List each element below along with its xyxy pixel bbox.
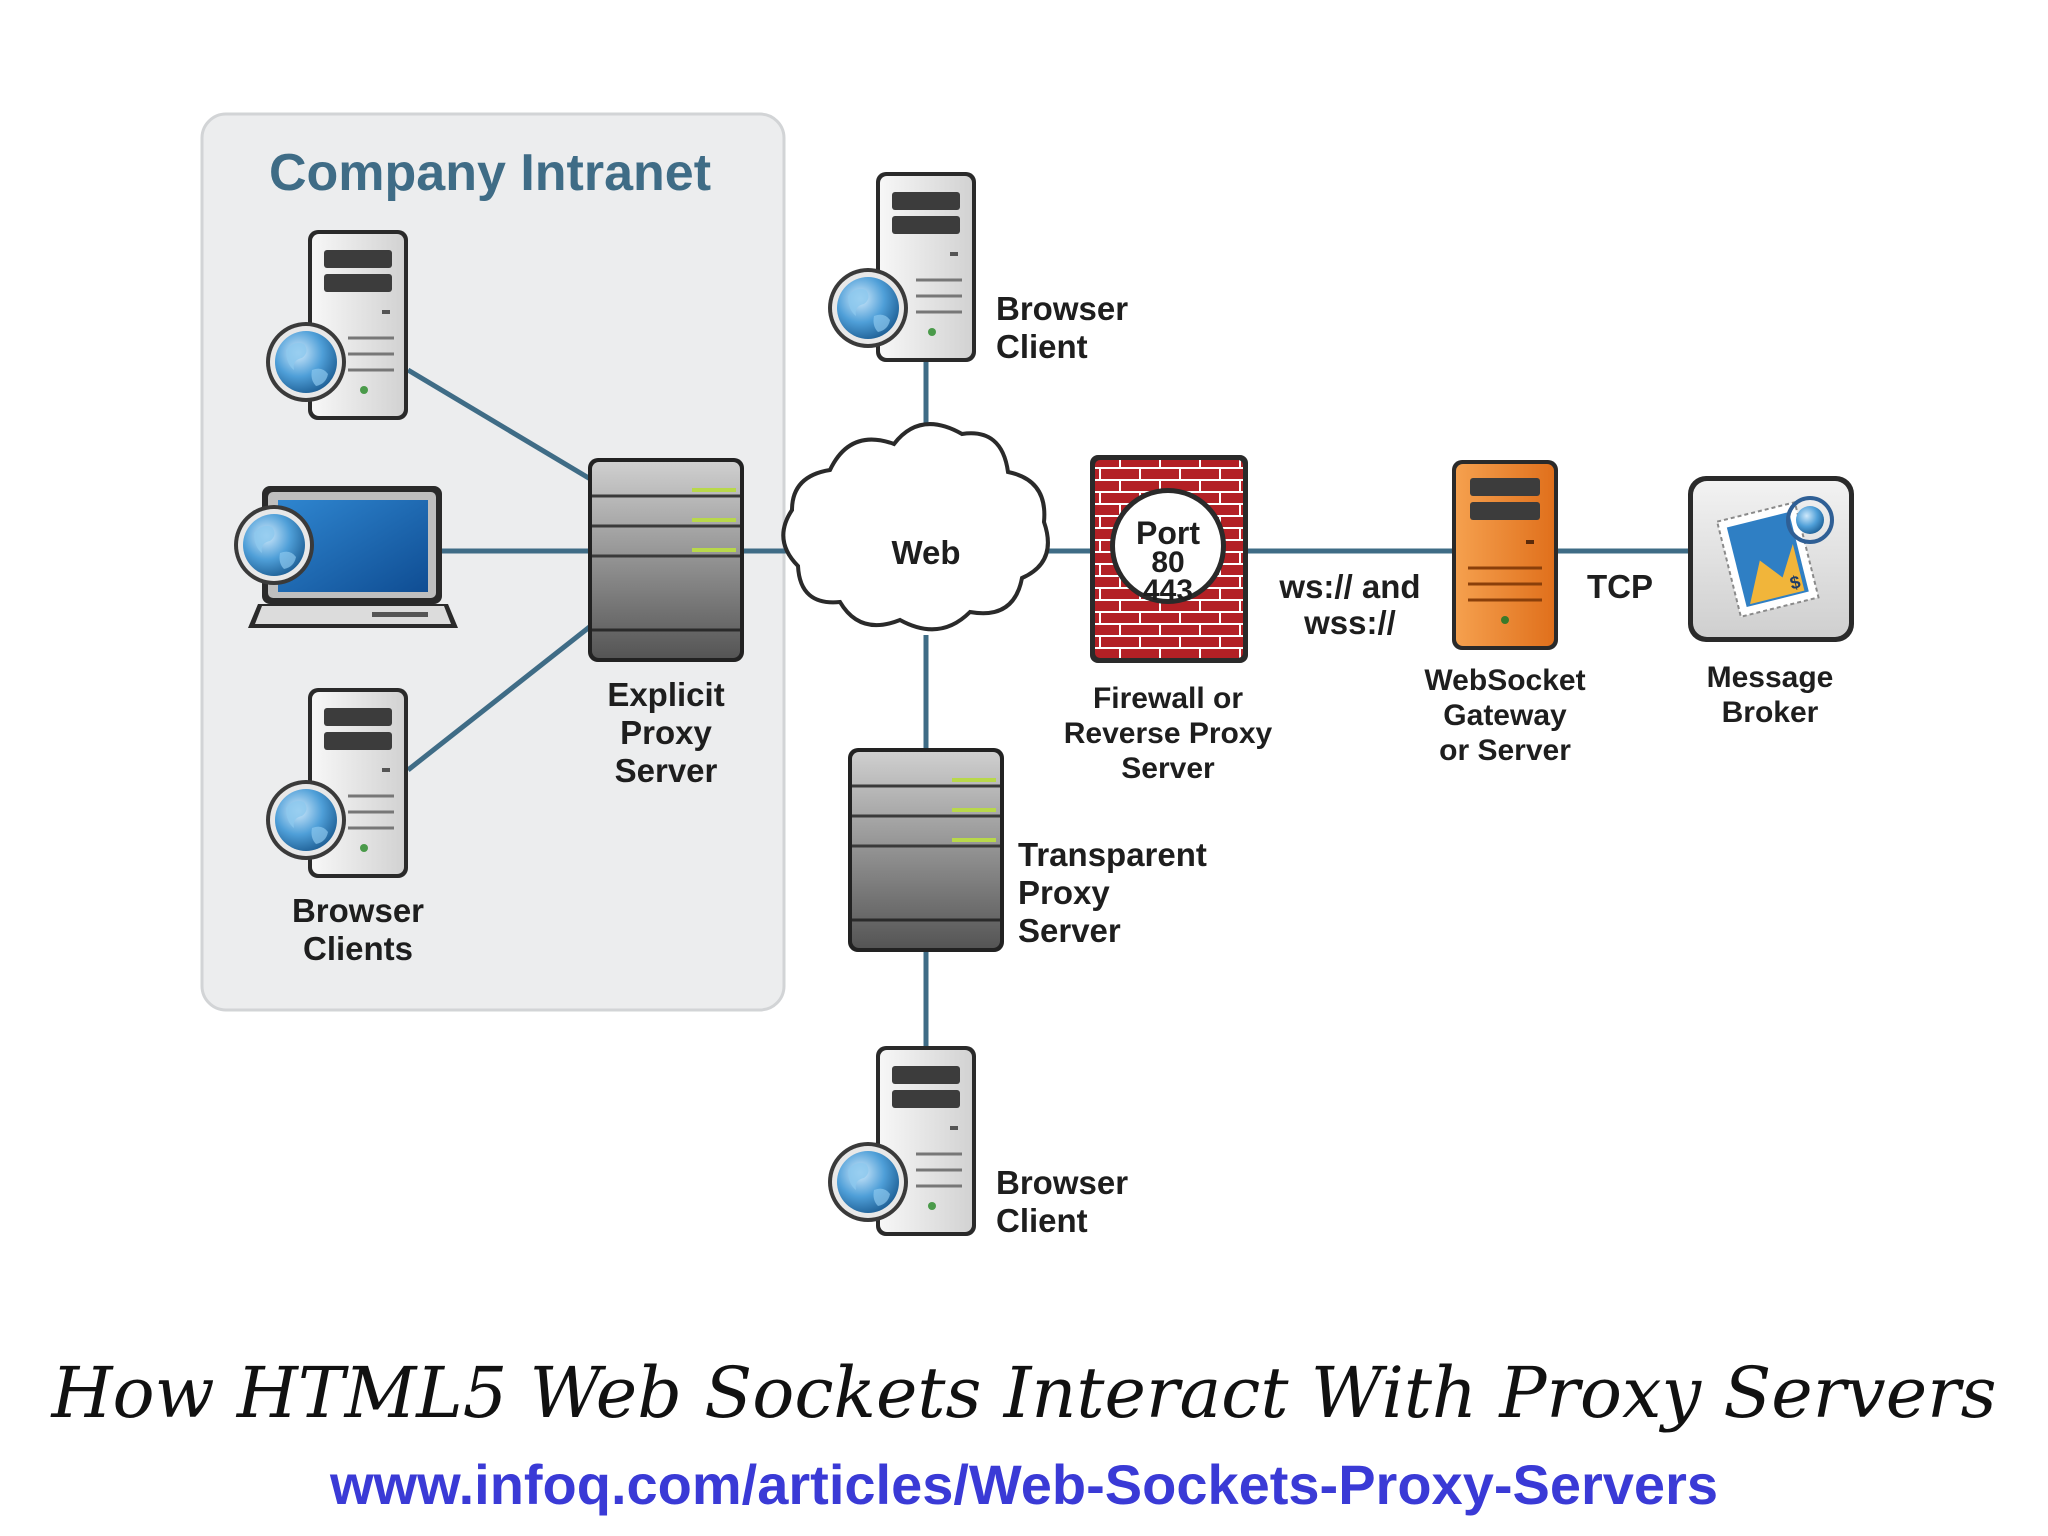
browser-clients-label-2: Clients [303, 930, 413, 967]
globe-icon [266, 322, 346, 402]
bottom-browser-client [828, 1044, 978, 1238]
connection-lines [406, 362, 1692, 1050]
diagram-caption: How HTML5 Web Sockets Interact With Prox… [51, 1352, 1997, 1434]
intranet-browser-client-laptop [234, 486, 458, 628]
transparent-proxy-label-3: Server [1018, 912, 1121, 949]
websocket-proxy-diagram: Company Intranet Browser Clie [200, 112, 1854, 1239]
firewall-port-label: Port [1136, 515, 1200, 551]
company-intranet-title: Company Intranet [269, 144, 711, 202]
ws-protocol-label-2: wss:// [1303, 604, 1396, 641]
top-browser-client-label-2: Client [996, 328, 1088, 365]
firewall-label-1: Firewall or [1093, 682, 1243, 715]
bottom-browser-client-label-1: Browser [996, 1164, 1128, 1201]
firewall-label-3: Server [1121, 752, 1215, 785]
web-cloud-label: Web [891, 534, 960, 571]
websocket-gateway-label-3: or Server [1439, 734, 1571, 767]
explicit-proxy-label-3: Server [615, 752, 718, 789]
source-url-link[interactable]: www.infoq.com/articles/Web-Sockets-Proxy… [329, 1453, 1719, 1516]
transparent-proxy-label-2: Proxy [1018, 874, 1110, 911]
firewall-port-80: 80 [1151, 546, 1184, 579]
message-broker-label-1: Message [1707, 661, 1834, 694]
firewall-port-443: 443 [1143, 574, 1193, 607]
websocket-gateway-label-2: Gateway [1443, 699, 1567, 732]
ws-protocol-label-1: ws:// and [1278, 568, 1420, 605]
websocket-gateway-server-icon [1452, 460, 1558, 650]
globe-icon [266, 780, 346, 860]
browser-clients-label-1: Browser [292, 892, 424, 929]
svg-text:$: $ [1788, 572, 1803, 594]
transparent-proxy-label-1: Transparent [1018, 836, 1207, 873]
globe-icon [828, 268, 908, 348]
message-broker-stamp-icon: $ [1688, 476, 1854, 642]
websocket-gateway-label-1: WebSocket [1424, 664, 1585, 697]
bottom-browser-client-label-2: Client [996, 1202, 1088, 1239]
top-browser-client [828, 170, 978, 364]
laptop-icon [248, 486, 458, 628]
firewall-label-2: Reverse Proxy [1064, 717, 1273, 750]
explicit-proxy-label-1: Explicit [607, 676, 724, 713]
globe-icon [828, 1142, 908, 1222]
cloud-icon [781, 422, 1050, 632]
globe-icon [234, 505, 314, 585]
tcp-label: TCP [1587, 568, 1653, 605]
transparent-proxy-server-icon [846, 746, 1006, 954]
explicit-proxy-label-2: Proxy [620, 714, 712, 751]
message-broker-label-2: Broker [1722, 696, 1819, 729]
firewall-icon [1090, 455, 1248, 663]
top-browser-client-label-1: Browser [996, 290, 1128, 327]
explicit-proxy-server-icon [586, 456, 746, 664]
